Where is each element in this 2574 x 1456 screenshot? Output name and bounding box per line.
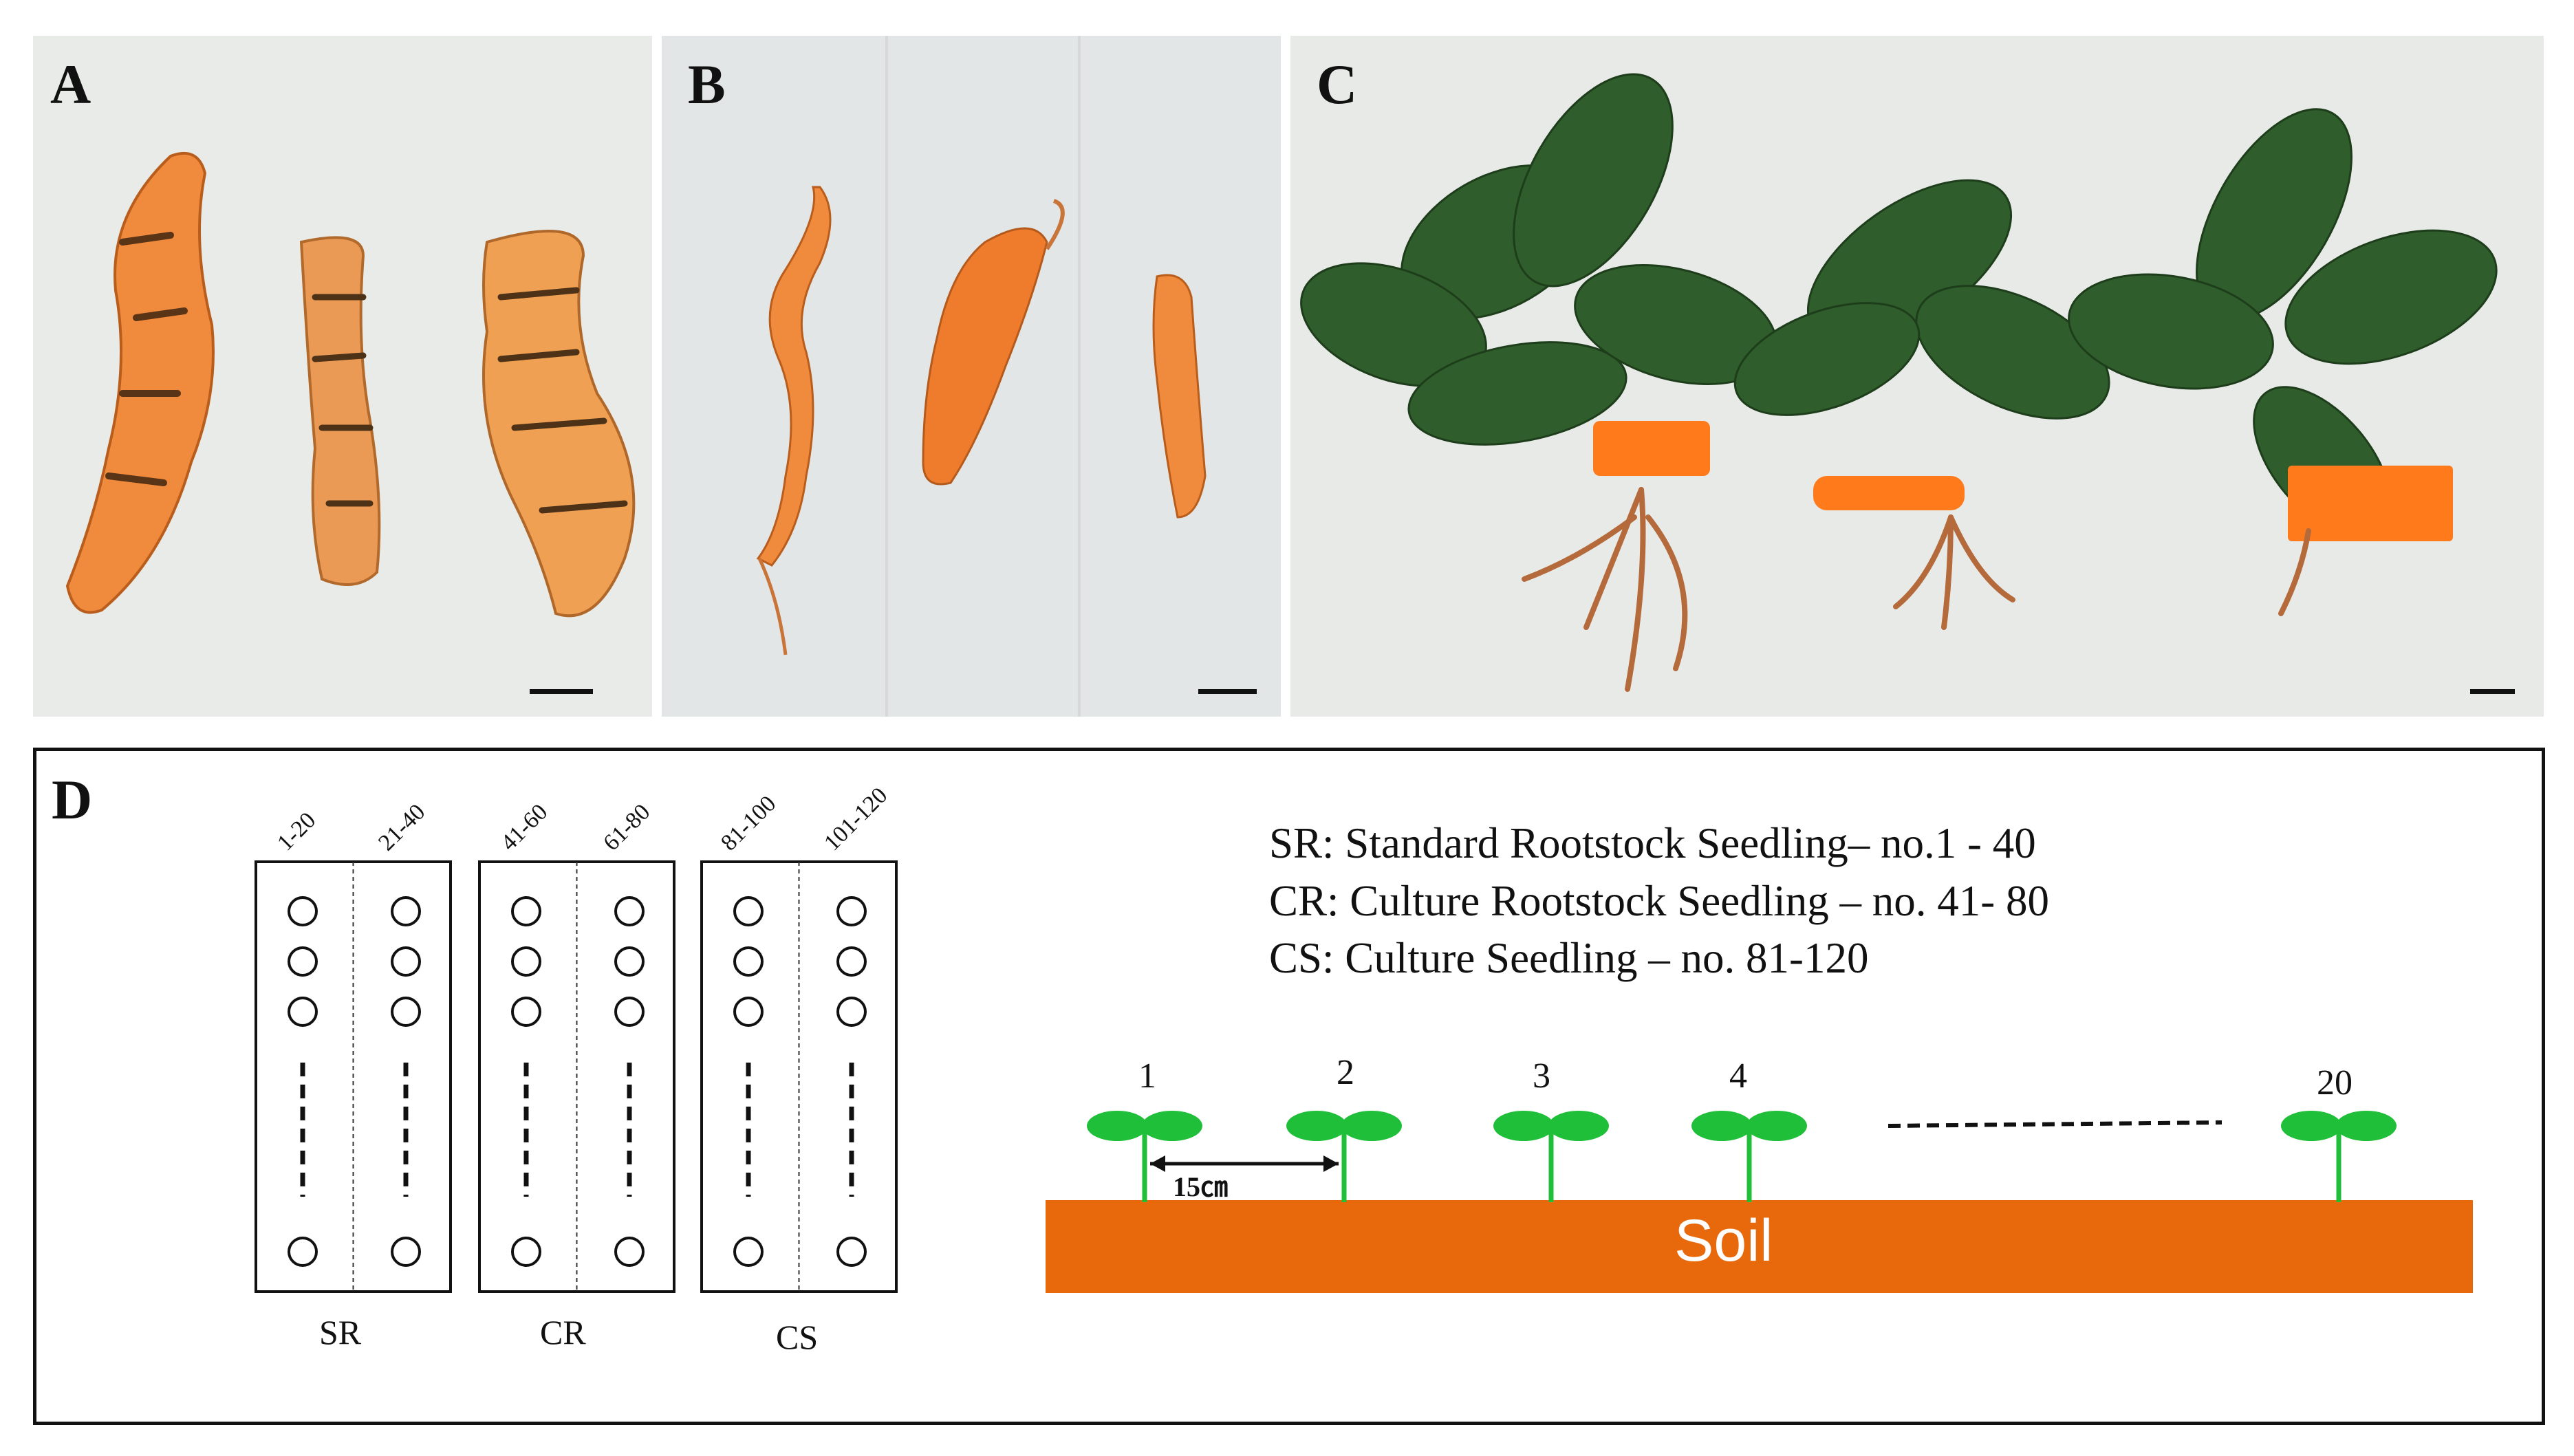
panel-b-photo: B (662, 36, 1281, 717)
seedling-number-3: 3 (1533, 1056, 1550, 1096)
spacing-label: 15㎝ (1173, 1171, 1228, 1202)
scale-bar-c (2470, 689, 2515, 694)
panel-c-letter: C (1317, 53, 1358, 116)
photo-divider (885, 36, 888, 717)
carrot-photo-illustration (65, 152, 636, 618)
panel-b-letter: B (688, 53, 726, 116)
panel-c-photo: C (1290, 36, 2544, 717)
panel-a-photo: A (33, 36, 652, 717)
panel-d-letter: D (52, 768, 93, 831)
plant-photo-illustration (1300, 73, 2498, 692)
soil-label: Soil (1674, 1208, 1773, 1274)
group-label-cs: CS (776, 1318, 819, 1356)
legend-cs: CS: Culture Seedling – no. 81-120 (1269, 934, 1869, 982)
seedling-number-20: 20 (2317, 1063, 2353, 1102)
panel-a-letter: A (50, 53, 91, 116)
seedling-number-1: 1 (1138, 1056, 1156, 1096)
legend-cr: CR: Culture Rootstock Seedling – no. 41-… (1269, 877, 2049, 925)
legend-sr: SR: Standard Rootstock Seedling– no.1 - … (1269, 819, 2036, 867)
group-label-sr: SR (319, 1313, 362, 1351)
scale-bar-a (530, 689, 593, 694)
scale-bar-b (1198, 689, 1257, 694)
photo-divider (1078, 36, 1081, 717)
seedling-number-2: 2 (1337, 1053, 1354, 1092)
seedling-number-4: 4 (1729, 1056, 1747, 1096)
carrot-photo-illustration (756, 186, 1207, 655)
group-label-cr: CR (540, 1313, 586, 1351)
